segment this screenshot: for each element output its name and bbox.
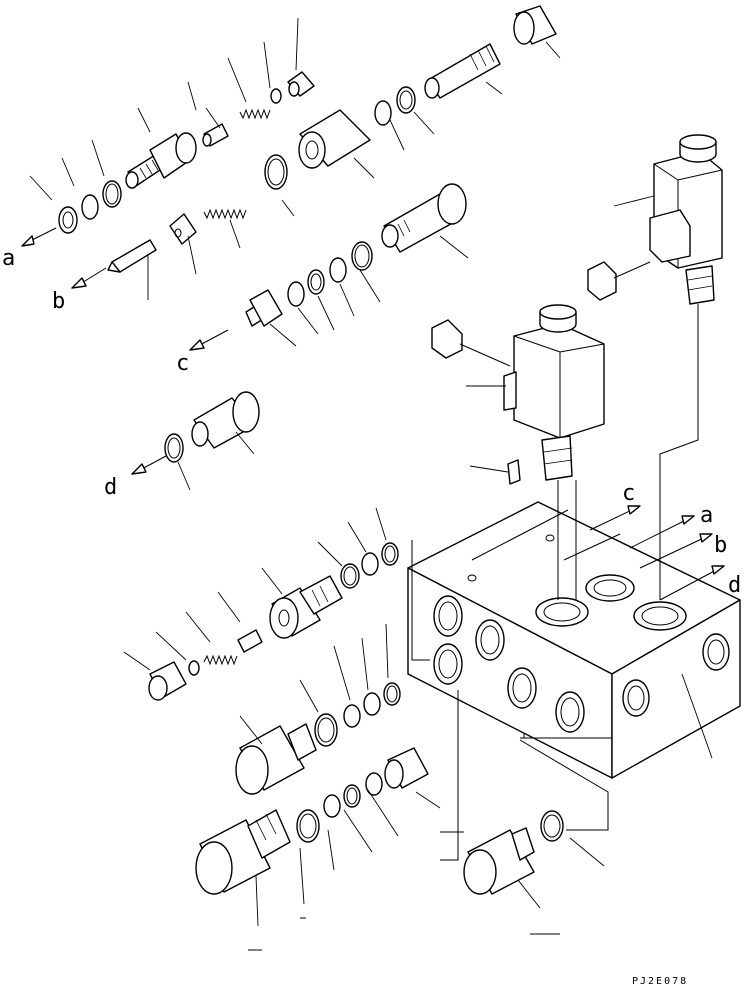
spring-a — [239, 108, 271, 120]
cap-plug-left — [148, 661, 187, 701]
o-ring-left-1 — [340, 563, 360, 589]
o-ring-plug-3 — [540, 810, 564, 842]
seal-ring-a1 — [58, 206, 78, 234]
backup-ring-left — [361, 552, 379, 576]
plug-large-3 — [463, 827, 535, 895]
spring-left — [203, 654, 238, 666]
o-ring-d — [164, 433, 184, 463]
spring-b — [203, 208, 247, 220]
backup-ring-top — [374, 100, 392, 126]
small-ring-a — [270, 88, 282, 104]
small-fitting — [507, 459, 521, 485]
cartridge-left — [269, 575, 343, 639]
solenoid-lower — [503, 304, 605, 481]
o-ring-top — [396, 86, 416, 114]
port-label-b-left: b — [52, 289, 65, 314]
drawing-code: PJ2E078 — [632, 976, 688, 987]
backup-ring-plug-2 — [323, 794, 341, 818]
o-ring-plug-2 — [296, 809, 320, 843]
port-label-b-right: b — [714, 533, 727, 558]
nut-b — [169, 213, 197, 245]
plug-large-1 — [235, 723, 317, 795]
o-ring-plug-1c — [383, 682, 401, 706]
poppet-left — [237, 629, 263, 653]
o-ring-left-2 — [381, 542, 399, 566]
o-ring-c1 — [287, 281, 305, 307]
connection-lines — [440, 304, 699, 861]
manifold-block — [407, 501, 741, 779]
adjust-nut-a — [287, 71, 315, 97]
o-ring-c2 — [307, 269, 325, 295]
port-label-d-right: d — [728, 573, 741, 598]
o-ring-mid-1 — [264, 154, 288, 190]
cap-nut-top — [298, 109, 371, 169]
o-ring-a1 — [102, 180, 122, 208]
port-label-c-right: c — [622, 481, 635, 506]
spool-top — [424, 43, 501, 99]
backup-ring-plug-1 — [343, 704, 361, 728]
o-ring-b — [351, 241, 373, 271]
cartridge-b — [381, 183, 467, 253]
plug-d — [191, 391, 260, 449]
port-label-a-right: a — [700, 503, 713, 528]
backup-ring-a1 — [81, 194, 99, 220]
cartridge-valve-a — [125, 132, 197, 189]
ring-plug-1b — [363, 692, 381, 716]
pilot-poppet-a — [202, 123, 229, 147]
port-label-a-left: a — [2, 246, 15, 271]
poppet-small — [384, 747, 429, 789]
o-ring-plug-1 — [314, 713, 338, 747]
poppet-c — [245, 289, 283, 327]
port-arrows — [21, 227, 725, 601]
ring-plug-2c — [365, 772, 383, 796]
port-label-c-left: c — [176, 351, 189, 376]
plug-large-2 — [195, 809, 291, 895]
leader-lines — [29, 17, 713, 951]
small-ring-left — [188, 660, 200, 676]
connector-lower — [431, 319, 511, 367]
port-label-d-left: d — [104, 475, 117, 500]
plug-top-right — [513, 5, 557, 45]
solenoid-upper — [649, 134, 723, 305]
connector-upper — [587, 261, 651, 301]
pin-poppet-b — [107, 239, 157, 273]
o-ring-plug-2b — [343, 784, 361, 808]
backup-ring-b — [329, 257, 347, 283]
